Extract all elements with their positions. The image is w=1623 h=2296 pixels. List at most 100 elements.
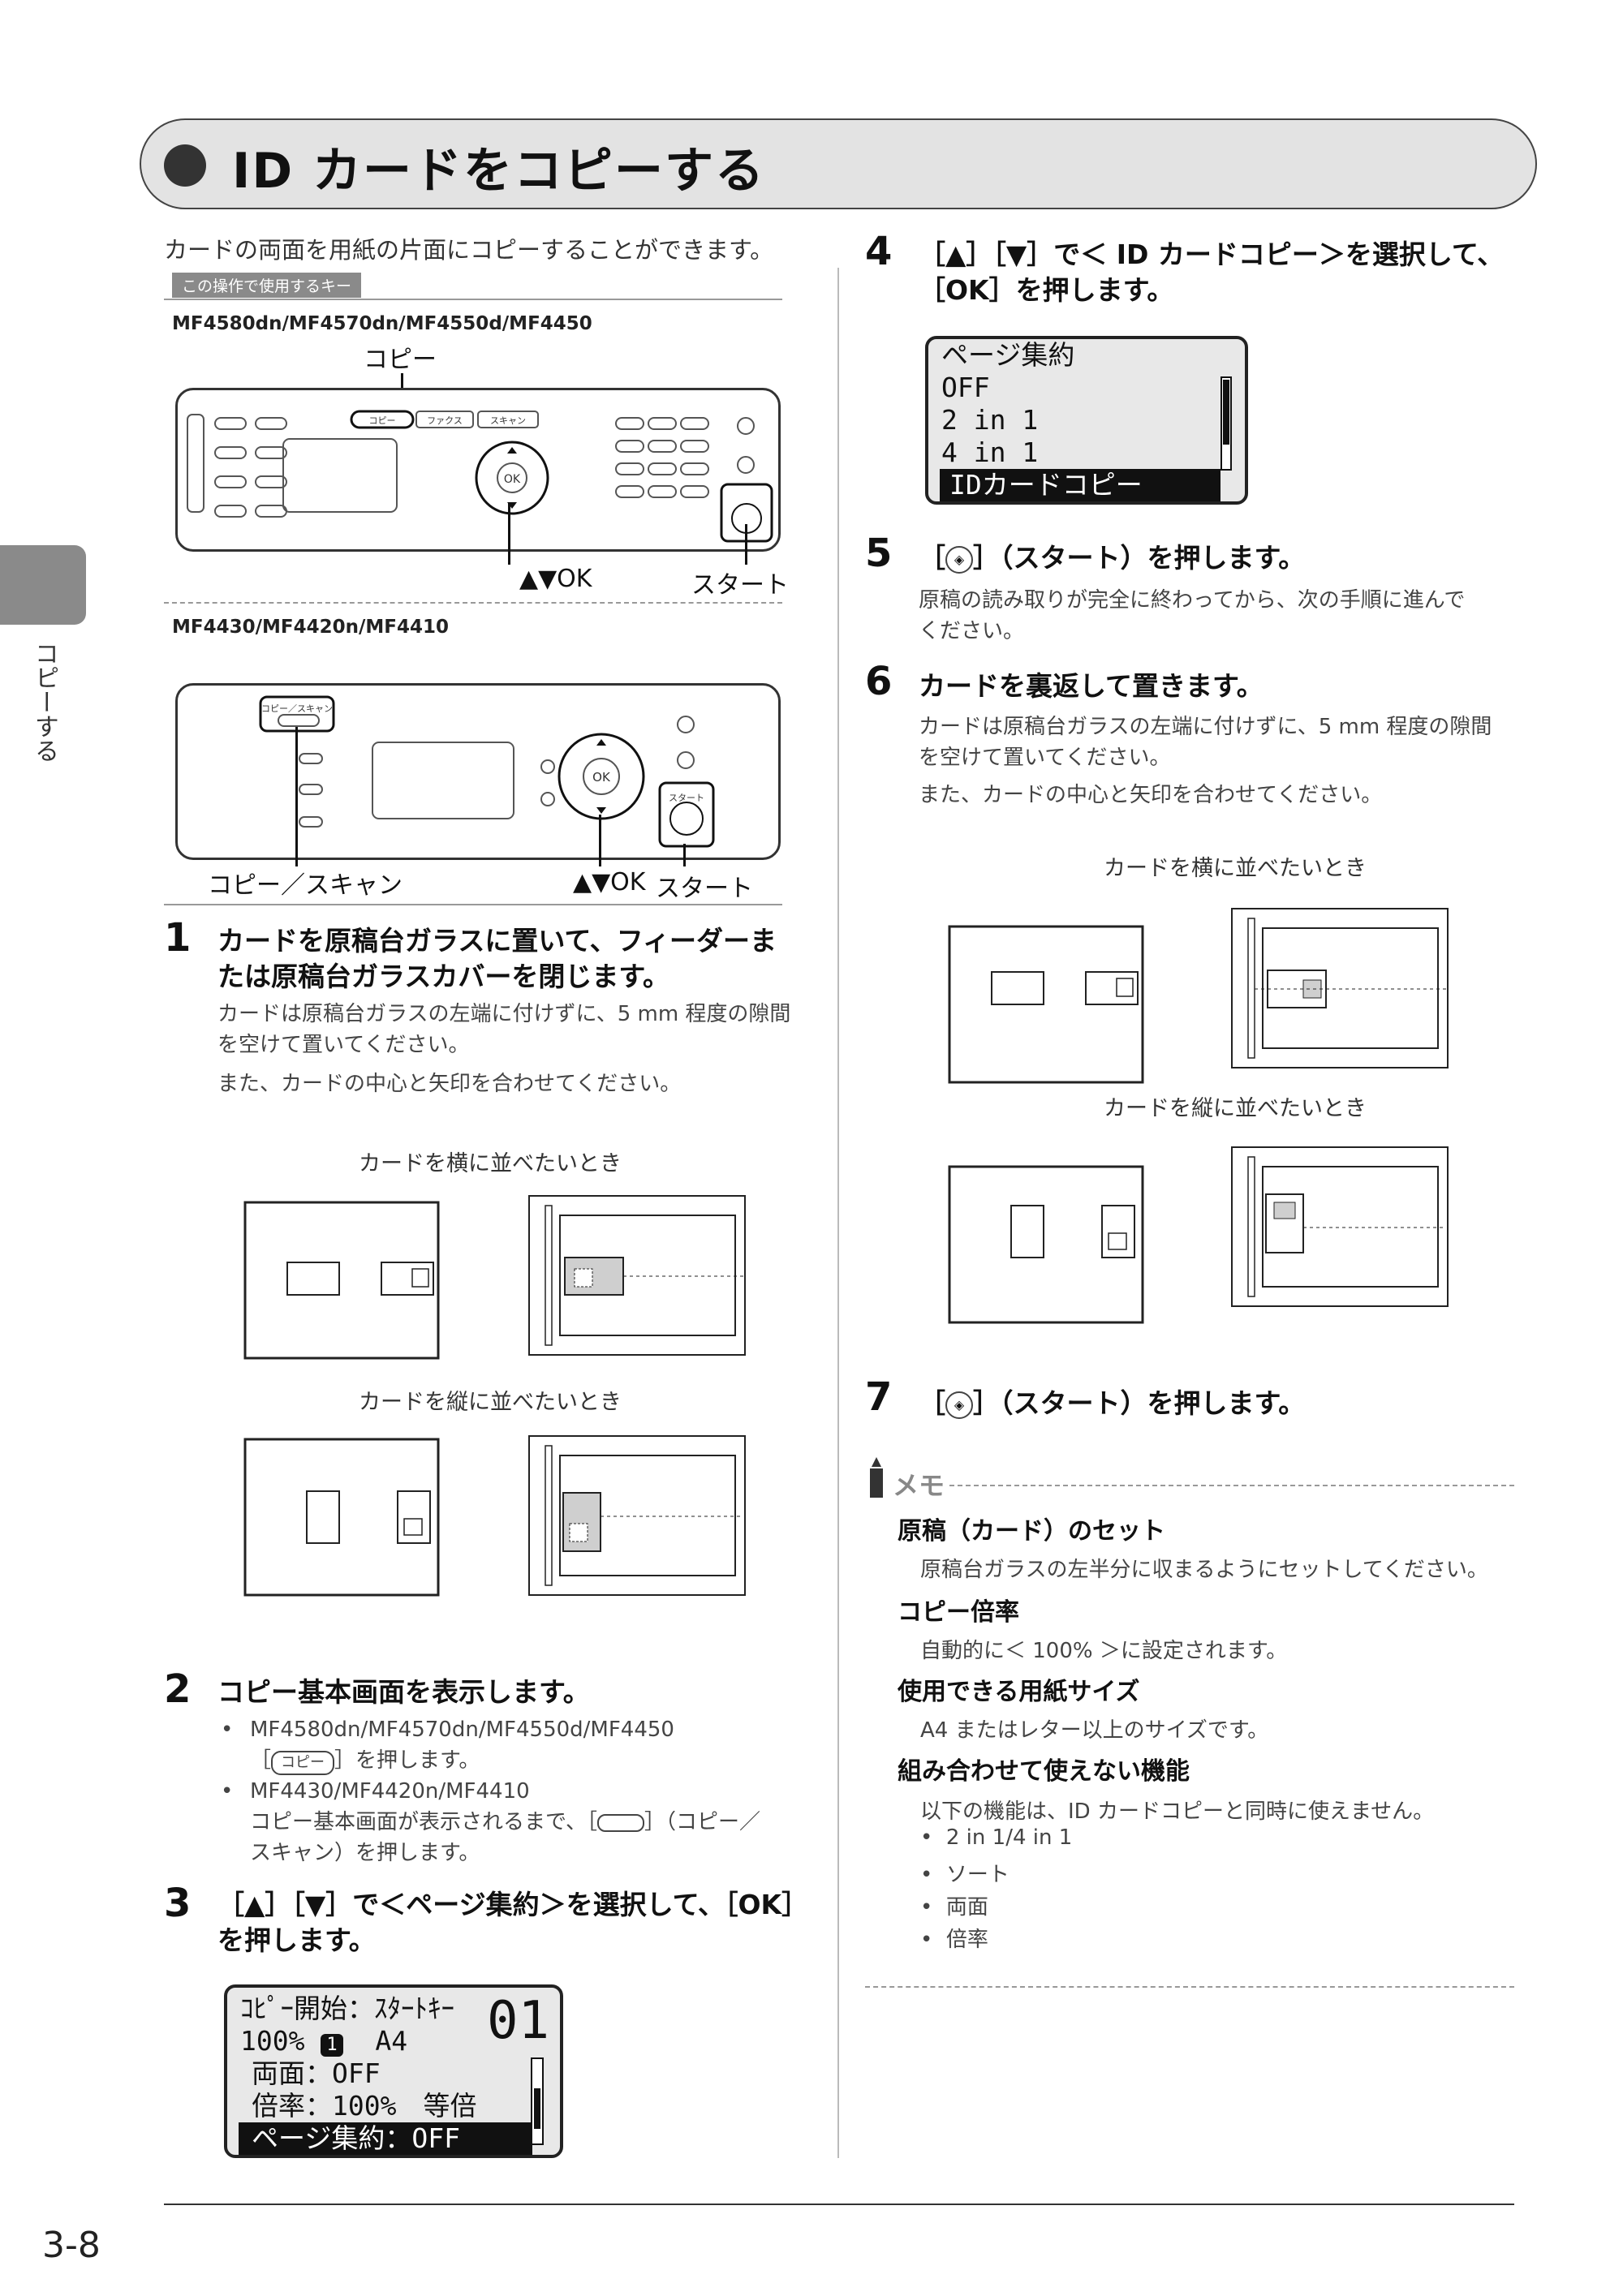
text: 両面 (945, 1895, 988, 1920)
memo-list-item: • ソート (920, 1863, 1010, 1887)
page-number: 3-8 (42, 2225, 101, 2266)
step-1-body-line3: また、カードの中心と矢印を合わせてください。 (217, 1072, 682, 1096)
card-layout-horizontal-paper (243, 1201, 440, 1360)
text: ソート (945, 1863, 1010, 1887)
memo-item-4-title: 組み合わせて使えない機能 (898, 1757, 1190, 1786)
memo-list-item: • 倍率 (920, 1928, 988, 1952)
memo-dashed-top (949, 1485, 1514, 1486)
step-7-number: 7 (865, 1374, 893, 1420)
step-1-body-line1: カードは原稿台ガラスの左端に付けずに、5 mm 程度の隙間 (217, 1002, 791, 1026)
lcd-row-1: ページ集約 (941, 339, 1075, 371)
bullet-icon (164, 144, 206, 187)
step-4-heading-line1: ［▲］［▼］で＜ ID カードコピー＞を選択して、 (919, 239, 1505, 270)
step-1-number: 1 (164, 915, 192, 961)
keys-label: この操作で使用するキー (172, 273, 362, 298)
step-2-bullet2-line1: コピー基本画面が表示されるまで、［ ］（コピー／ (250, 1806, 760, 1838)
panel-b-ok-label: ▲▼OK (573, 868, 646, 896)
lcd-row-5-selected: ページ集約：OFF (239, 2122, 532, 2155)
text: （スタート）を押します。 (1000, 542, 1306, 574)
step-1-caption-horizontal: カードを横に並べたいとき (359, 1151, 622, 1176)
bracket: ［ (250, 1748, 272, 1773)
callout-line (745, 524, 747, 565)
lcd-page-layout-menu: ページ集約 OFF 2 in 1 4 in 1 IDカードコピー (925, 336, 1248, 505)
start-key-icon: ◈ (945, 545, 973, 574)
text: 2 in 1/4 in 1 (945, 1825, 1073, 1850)
title-banner: ID カードをコピーする (140, 118, 1537, 209)
memo-item-3-title: 使用できる用紙サイズ (898, 1678, 1140, 1706)
fax-button-label: ファクス (427, 415, 463, 426)
lcd-row-3: 両面：OFF (252, 2057, 381, 2089)
copy-button-label: コピー (369, 415, 396, 426)
panel-a-copy-label: コピー (364, 346, 437, 374)
dashed-divider (164, 602, 782, 604)
card-placement-horizontal-glass-2 (1231, 908, 1449, 1068)
step-2-bullet1-model: MF4580dn/MF4570dn/MF4550d/MF4450 (250, 1718, 674, 1742)
step-5-heading: ［◈］（スタート）を押します。 (919, 542, 1306, 574)
text: コピー基本画面が表示されるまで、［ (250, 1810, 597, 1834)
step-4-heading-line2: ［OK］を押します。 (919, 274, 1174, 306)
chapter-side-label: コピーする (30, 641, 58, 763)
bracket-text: ］を押します。 (334, 1748, 480, 1773)
step-6-number: 6 (865, 659, 893, 704)
panel-a-start-label: スタート (691, 571, 789, 600)
lcd-copy-basic-screen: ｺﾋﾟｰ開始：ｽﾀｰﾄｷｰ 01 100% 1 A4 両面：OFF 倍率：100… (224, 1984, 563, 2158)
column-divider (837, 268, 839, 2158)
step-2-bullet1-action: ［コピー］を押します。 (250, 1744, 480, 1777)
step-6-body-line1: カードは原稿台ガラスの左端に付けずに、5 mm 程度の隙間 (919, 715, 1492, 739)
step-3-heading-line1: ［▲］［▼］で＜ページ集約＞を選択して、［OK］ (217, 1889, 809, 1920)
lcd-row-1: ｺﾋﾟｰ開始：ｽﾀｰﾄｷｰ (240, 1993, 454, 2024)
memo-list-item: • 両面 (920, 1895, 988, 1920)
callout-line (295, 727, 298, 866)
step-1-body-line2: を空けて置いてください。 (217, 1033, 470, 1057)
copy-scan-key-icon (596, 1813, 644, 1832)
callout-line (683, 844, 686, 866)
step-5-body-line1: 原稿の読み取りが完全に終わってから、次の手順に進んで (919, 588, 1466, 613)
divider (164, 299, 782, 300)
divider (164, 904, 782, 905)
lcd-scrollbar (1220, 376, 1232, 471)
memo-item-1-body: 原稿台ガラスの左半分に収まるようにセットしてください。 (920, 1558, 1488, 1582)
callout-line (508, 503, 510, 565)
text: 倍率 (945, 1928, 988, 1952)
intro-text: カードの両面を用紙の片面にコピーすることができます。 (164, 236, 774, 264)
lcd-scrollbar (531, 2057, 544, 2145)
step-6-body-line3: また、カードの中心と矢印を合わせてください。 (919, 783, 1383, 807)
ok-button-label: OK (504, 473, 521, 486)
control-panel-a: OK コピー ファクス スキャン (175, 388, 781, 552)
copy-key-icon: コピー (271, 1751, 335, 1775)
footer-rule (164, 2204, 1514, 2205)
step-1-caption-vertical: カードを縦に並べたいとき (359, 1390, 622, 1415)
panel-b-models: MF4430/MF4420n/MF4410 (172, 617, 450, 638)
step-6-caption-horizontal: カードを横に並べたいとき (1104, 856, 1367, 881)
step-2-bullet2-line2: スキャン）を押します。 (250, 1841, 480, 1865)
step-1-heading-line2: たは原稿台ガラスカバーを閉じます。 (217, 961, 670, 992)
lcd-row-2: 100% 1 A4 (227, 2025, 560, 2057)
lcd-row-4: 倍率：100% 等倍 (252, 2090, 477, 2122)
paper-tray-badge: 1 (321, 2034, 343, 2057)
step-2-bullet2-model: MF4430/MF4420n/MF4410 (250, 1779, 530, 1804)
bullet-dot: • (221, 1718, 234, 1742)
copy-scan-button-label: コピー／スキャン (261, 703, 333, 714)
memo-item-2-title: コピー倍率 (898, 1598, 1019, 1627)
start-button-label: スタート (669, 793, 704, 803)
lcd-row-3: 2 in 1 (941, 404, 1039, 436)
ok-button-label: OK (592, 770, 611, 785)
memo-dashed-bottom (865, 1986, 1514, 1988)
memo-item-3-body: A4 またはレター以上のサイズです。 (920, 1718, 1269, 1743)
zoom: 100% (240, 2025, 305, 2057)
step-2-number: 2 (164, 1666, 192, 1712)
paper-size: A4 (375, 2025, 408, 2057)
text: （スタート）を押します。 (1000, 1387, 1306, 1419)
chapter-side-tab (0, 545, 86, 625)
memo-item-4-body: 以下の機能は、ID カードコピーと同時に使えません。 (920, 1799, 1435, 1824)
text: ］（コピー／ (644, 1810, 760, 1834)
lcd-row-4: 4 in 1 (941, 436, 1039, 468)
card-placement-horizontal-glass (528, 1195, 746, 1356)
card-placement-vertical-glass (528, 1435, 746, 1596)
bullet-dot: • (221, 1779, 234, 1804)
step-3-number: 3 (164, 1881, 192, 1926)
pencil-icon (870, 1457, 883, 1498)
card-layout-vertical-paper (243, 1438, 440, 1597)
memo-item-1-title: 原稿（カード）のセット (898, 1517, 1165, 1546)
memo-list-item: • 2 in 1/4 in 1 (920, 1825, 1073, 1850)
